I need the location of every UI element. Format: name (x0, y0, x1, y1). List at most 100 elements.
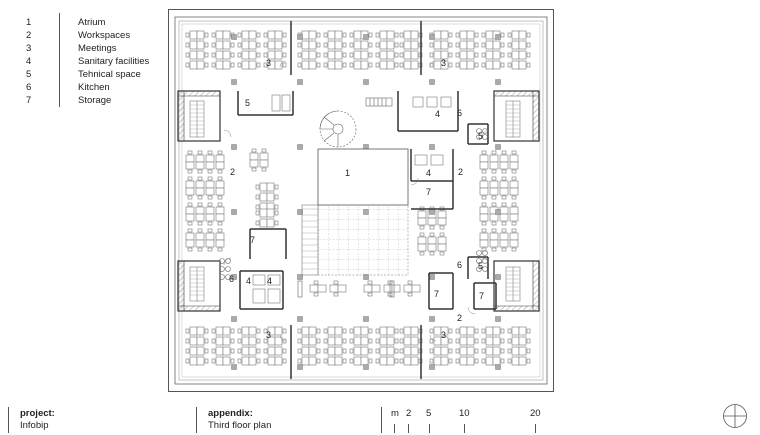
chair (526, 32, 531, 38)
legend-divider (59, 13, 60, 107)
desk (433, 60, 442, 70)
desk (241, 60, 250, 70)
desk (459, 336, 468, 346)
legend-label: Sanitary facilities (78, 56, 150, 67)
desk (479, 187, 489, 196)
desk (440, 336, 449, 346)
scale-tick (464, 424, 465, 433)
desk (485, 60, 494, 70)
desk (185, 180, 195, 189)
label-meetings: 3 (266, 330, 271, 340)
label-kitchen: 6 (229, 274, 234, 284)
chair (255, 220, 260, 226)
desk (437, 217, 447, 226)
table (337, 284, 347, 293)
desk (379, 326, 388, 336)
column (297, 209, 303, 215)
chair (207, 247, 213, 252)
chair (474, 328, 479, 334)
chair (207, 228, 213, 233)
column (363, 316, 369, 322)
chair (230, 348, 235, 354)
label-kitchen: 6 (457, 260, 462, 270)
legend-number: 5 (26, 69, 32, 80)
chair (282, 32, 287, 38)
chair (230, 62, 235, 68)
chair (316, 52, 321, 58)
chair (204, 348, 209, 354)
desk (327, 30, 336, 40)
desk (437, 210, 447, 219)
chair (237, 338, 242, 344)
desk (511, 336, 520, 346)
chair (263, 52, 268, 58)
desk (518, 50, 527, 60)
desk (353, 346, 362, 356)
chair (429, 251, 435, 256)
chair (237, 42, 242, 48)
desk (274, 50, 283, 60)
chair (342, 52, 347, 58)
desk (379, 40, 388, 50)
label-workspaces: 2 (457, 313, 462, 323)
desk (417, 236, 427, 245)
chair (323, 338, 328, 344)
chair (481, 62, 486, 68)
desk (222, 30, 231, 40)
chair (323, 328, 328, 334)
desk (499, 239, 509, 248)
desk (215, 180, 225, 189)
desk (215, 187, 225, 196)
chair (185, 338, 190, 344)
desk (459, 356, 468, 366)
chair (507, 328, 512, 334)
chair (500, 328, 505, 334)
chair (448, 328, 453, 334)
chair (342, 42, 347, 48)
chair (211, 42, 216, 48)
desk (185, 239, 195, 248)
desk (274, 346, 283, 356)
desk (466, 336, 475, 346)
desk (241, 50, 250, 60)
chair (237, 328, 242, 334)
desk (379, 356, 388, 366)
desk (274, 336, 283, 346)
desk (222, 50, 231, 60)
column (495, 209, 501, 215)
chair (481, 228, 487, 233)
desk (215, 356, 224, 366)
desk (249, 159, 259, 168)
project-value: Infobip (20, 420, 49, 431)
desk (334, 326, 343, 336)
chair (491, 228, 497, 233)
desk (353, 336, 362, 346)
column (363, 364, 369, 370)
desk (479, 154, 489, 163)
chair (274, 210, 279, 216)
column (363, 79, 369, 85)
desk (410, 50, 419, 60)
desk (403, 346, 412, 356)
table (371, 284, 381, 293)
appendix-label: appendix: (208, 408, 253, 419)
desk (440, 356, 449, 366)
chair (394, 358, 399, 364)
desk (195, 213, 205, 222)
legend-number: 2 (26, 30, 32, 41)
desk (196, 30, 205, 40)
chair (375, 348, 380, 354)
desk (185, 187, 195, 196)
desk (403, 60, 412, 70)
chair (429, 348, 434, 354)
desk (499, 180, 509, 189)
desk (509, 154, 519, 163)
chair (481, 176, 487, 181)
desk (301, 50, 310, 60)
desk (301, 40, 310, 50)
chair (282, 348, 287, 354)
label-atrium: 1 (345, 168, 350, 178)
desk (327, 336, 336, 346)
chair (368, 358, 373, 364)
desk (222, 326, 231, 336)
